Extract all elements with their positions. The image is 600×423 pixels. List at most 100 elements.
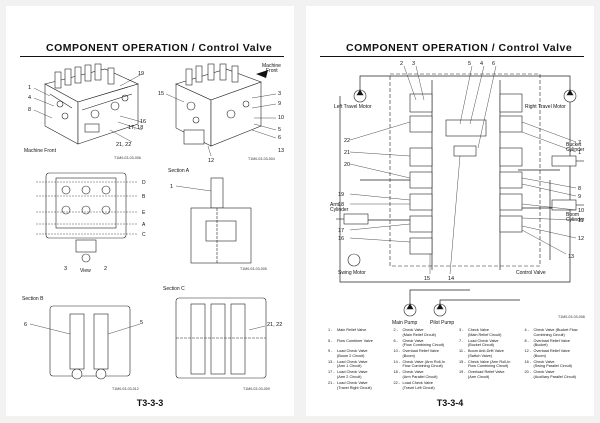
section-a-drawing: Section A 1 T1M0-03-03-005: [168, 168, 267, 271]
svg-text:4: 4: [480, 61, 483, 67]
callout: 5: [140, 320, 143, 326]
svg-text:14: 14: [448, 276, 454, 282]
section-marker: A: [142, 222, 146, 228]
swing-motor-symbol: [347, 253, 361, 267]
callout: 3: [278, 91, 281, 97]
legend-number: 19 -: [459, 370, 466, 375]
legend-number: 7 -: [459, 338, 464, 343]
section-marker: D: [142, 180, 146, 186]
legend-text: Check Valve (Swing Parallel Circuit): [533, 359, 572, 369]
legend-number: 20 -: [524, 370, 532, 375]
left-page: COMPONENT OPERATION / Control Valve 1 4 …: [6, 6, 294, 416]
svg-text:13: 13: [568, 254, 574, 260]
callout: 13: [278, 148, 284, 154]
section-marker: E: [142, 210, 146, 216]
travel-motors: [353, 89, 577, 103]
right-page: COMPONENT OPERATION / Control Valve: [306, 6, 594, 416]
legend-number: 9 -: [328, 349, 333, 354]
figure-code: T1M0-03-03-008: [558, 315, 585, 319]
legend-item: 21 -Load Check Valve (Travel Right Circu…: [328, 381, 390, 390]
svg-text:19: 19: [338, 192, 344, 198]
svg-text:2: 2: [400, 61, 403, 67]
legend-text: Check Valve (Main Relief Circuit): [468, 328, 502, 337]
legend-item: 20 -Check Valve (Auxiliary Parallel Circ…: [525, 370, 587, 379]
legend-text: Overload Relief Valve (Bucket): [533, 338, 570, 348]
svg-text:1: 1: [578, 150, 581, 156]
svg-text:11: 11: [578, 218, 584, 224]
legend-text: Check Valve (Bucket Flow Combining Circu…: [533, 328, 578, 337]
left-page-title: COMPONENT OPERATION / Control Valve: [46, 42, 273, 54]
legend-number: 13 -: [328, 359, 335, 364]
legend-text: Load Check Valve (Bucket Circuit): [468, 338, 499, 348]
callout: 9: [278, 101, 281, 107]
pumps: [403, 303, 447, 317]
svg-text:6: 6: [492, 61, 495, 67]
svg-text:16: 16: [338, 236, 344, 242]
section-b-drawing: Section B 6 5 T1M0-03-03-012: [22, 296, 143, 391]
legend-number: 2 -: [393, 328, 398, 332]
view-label: View: [80, 268, 91, 274]
left-travel-motor-label: Left Travel Motor: [334, 104, 372, 110]
callout: 21, 22: [116, 142, 131, 148]
figure-code: T1M0-03-03-004: [248, 157, 275, 161]
callout: 3: [64, 266, 67, 272]
legend-item: 1 -Main Relief Valve: [328, 328, 390, 337]
valve-top-view: D B E A C 3 2 View: [36, 172, 146, 274]
legend-number: 8 -: [524, 338, 529, 343]
callout: 6: [278, 135, 281, 141]
svg-text:12: 12: [578, 236, 584, 242]
svg-text:9: 9: [578, 194, 581, 200]
callout: 15: [158, 91, 164, 97]
legend-text: Load Check Valve (Arm 2 Circuit): [337, 370, 368, 379]
control-valve-perspective-front: 1 4 8 19 16 17, 18 21, 22 Machine Front …: [24, 63, 146, 160]
callout: 5: [278, 127, 281, 133]
svg-text:17: 17: [338, 228, 344, 234]
svg-text:7: 7: [578, 140, 581, 146]
title-rule: [20, 56, 284, 57]
svg-text:20: 20: [344, 162, 350, 168]
svg-text:5: 5: [468, 61, 471, 67]
legend-number: 17 -: [328, 370, 335, 375]
svg-text:15: 15: [424, 276, 430, 282]
svg-text:10: 10: [578, 208, 584, 214]
control-valve-label: Control Valve: [516, 270, 546, 276]
figure-code: T1M0-03-03-012: [112, 387, 139, 391]
right-travel-motor-label: Right Travel Motor: [525, 104, 566, 110]
legend-item: 14 -Check Valve (Arm Roll-In Flow Combin…: [394, 360, 456, 369]
legend-text: Load Check Valve (Travel Right Circuit): [337, 380, 372, 390]
legend-text: Check Valve (Arm Parallel Circuit): [402, 370, 438, 379]
figure-code: T1M0-03-03-006: [114, 156, 141, 160]
swing-motor-label: Swing Motor: [338, 270, 366, 276]
legend-text: Load Check Valve (Arm 1 Circuit): [337, 359, 368, 369]
figure-code: T1M0-03-03-005: [240, 267, 267, 271]
svg-text:8: 8: [578, 186, 581, 192]
legend-item: 2 - Check Valve (Main Relief Circuit): [394, 328, 456, 337]
section-a-label: Section A: [168, 168, 190, 174]
legend-item: 3 -Check Valve (Main Relief Circuit): [459, 328, 521, 337]
callout: 19: [138, 71, 144, 77]
callout: 4: [28, 95, 31, 101]
legend-item: 11 -Boom Anti-Drift Valve (Switch Valve): [459, 349, 521, 358]
legend-item: 15 -Check Valve (Arm Roll-In Flow Combin…: [459, 360, 521, 369]
legend-number: 22 -: [393, 380, 401, 385]
legend-number: 14 -: [393, 359, 401, 364]
legend-text: Overload Relief Valve (Boom): [402, 349, 439, 358]
hydraulic-circuit-diagram: Left Travel Motor Right Travel Motor Buc…: [330, 61, 585, 326]
legend-number: 15 -: [459, 359, 466, 364]
figure-code: T1M0-03-03-009: [243, 387, 270, 391]
legend-item: 9 -Load Check Valve (Boom 2 Circuit): [328, 349, 390, 358]
legend-text: Check Valve (Arm Roll-In Flow Combining …: [468, 359, 511, 369]
legend-item: 5 -Flow Combiner Valve: [328, 339, 390, 348]
svg-text:21: 21: [344, 150, 350, 156]
legend-text: Check Valve (Main Relief Circuit): [402, 328, 436, 337]
callout: 1: [28, 85, 31, 91]
callout: 8: [28, 107, 31, 113]
legend-text: Load Check Valve (Travel Left Circuit): [402, 380, 435, 390]
title-rule: [320, 56, 584, 57]
svg-text:22: 22: [344, 138, 350, 144]
